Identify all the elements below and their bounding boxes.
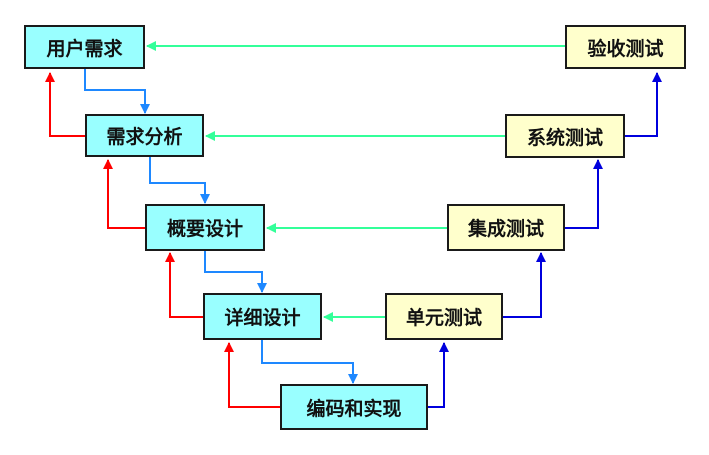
arrow-detailed-to-coding [261, 340, 358, 384]
node-integration-test: 集成测试 [447, 204, 565, 251]
arrow-unit-to-integration [503, 252, 546, 318]
arrow-system-to-acceptance [625, 72, 662, 137]
arrow-analysis-back-to-user-req [45, 72, 85, 137]
node-unit-test: 单元测试 [385, 293, 503, 340]
node-requirements-analysis: 需求分析 [85, 114, 204, 157]
arrow-user-req-to-analysis [84, 69, 150, 114]
node-detailed-design: 详细设计 [203, 293, 322, 340]
arrow-detailed-back-to-design [165, 252, 205, 318]
node-system-test: 系统测试 [505, 114, 625, 158]
arrow-integration-to-system [565, 159, 603, 229]
arrow-design-back-to-analysis [103, 159, 145, 229]
arrow-coding-to-unit-test [428, 342, 449, 408]
node-acceptance-test: 验收测试 [565, 25, 686, 69]
node-high-level-design: 概要设计 [145, 204, 265, 251]
arrow-design-to-detailed [204, 251, 267, 293]
node-user-requirements: 用户需求 [24, 25, 145, 69]
arrow-analysis-to-design [149, 157, 210, 204]
node-coding: 编码和实现 [280, 384, 428, 430]
arrow-coding-back-to-detailed [224, 342, 280, 408]
